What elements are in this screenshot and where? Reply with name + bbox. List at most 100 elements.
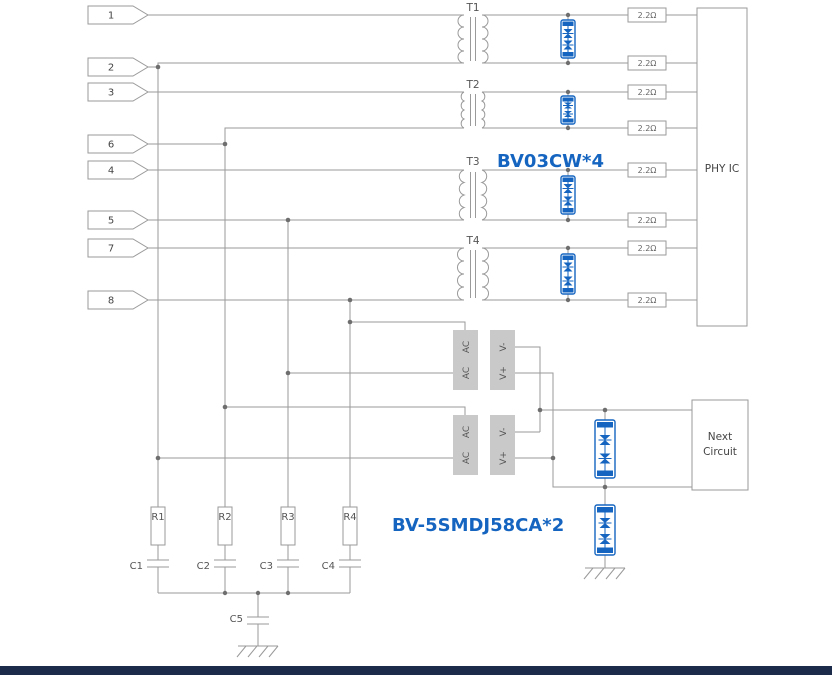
pin-flag-shape [87, 238, 149, 258]
input-pin-2-label: 2 [108, 63, 114, 74]
pin-flag-shape [87, 210, 149, 230]
input-pin-7: 7 [87, 238, 149, 258]
series-resistor-row8: 2.2Ω [627, 292, 667, 308]
esd-array-part-label: BV03CW*4 [497, 151, 604, 172]
junction-dot [565, 89, 571, 95]
junction-dot [565, 167, 571, 173]
capacitor-c1: C1 [130, 559, 169, 572]
bridge-dc-block [490, 415, 515, 475]
junction-dot [155, 455, 161, 461]
bridge2-pin-vminus: V- [499, 428, 509, 437]
junction-dot [565, 297, 571, 303]
terminal-band [562, 52, 574, 57]
primary-coil [460, 91, 466, 129]
resistor-value: 2.2Ω [638, 166, 657, 175]
resistor-r3-label: R3 [281, 512, 294, 523]
series-resistor-row2: 2.2Ω [627, 55, 667, 71]
capacitor-plates [339, 559, 361, 568]
junction-dot [602, 484, 608, 490]
terminal-band [597, 422, 613, 428]
junction-dot [565, 245, 571, 251]
input-pin-3-label: 3 [108, 88, 114, 99]
series-resistor-row1: 2.2Ω [627, 7, 667, 23]
input-pin-8: 8 [87, 290, 149, 310]
secondary-coil [480, 169, 488, 221]
wire [287, 220, 351, 507]
pin-flag-shape [87, 290, 149, 310]
junction-dot [537, 407, 543, 413]
resistor-r2: R2 [217, 506, 233, 546]
primary-coil [457, 14, 465, 64]
next-circuit-body [691, 399, 749, 491]
tvs-d6 [594, 487, 616, 568]
transformer-t3: T3 [458, 156, 488, 221]
junction-dot [550, 455, 556, 461]
junction-dots [155, 12, 608, 596]
terminal-band [562, 288, 574, 293]
input-pin-4-label: 4 [108, 166, 114, 177]
core-lines [470, 17, 476, 61]
resistor-body [627, 84, 667, 100]
resistor-body [217, 506, 233, 546]
input-pin-8-label: 8 [108, 296, 114, 307]
pin-flag-shape [87, 160, 149, 180]
junction-dot [155, 64, 161, 70]
resistor-value: 2.2Ω [638, 216, 657, 225]
resistor-r3: R3 [280, 506, 296, 546]
series-resistor-row6: 2.2Ω [627, 212, 667, 228]
primary-coil [457, 247, 465, 301]
input-pin-1-label: 1 [108, 11, 114, 22]
input-pin-6-label: 6 [108, 140, 114, 151]
esd-array-d3 [560, 170, 576, 220]
resistor-r4-label: R4 [343, 512, 356, 523]
resistor-value: 2.2Ω [638, 124, 657, 133]
bridge1-pin-vplus: V+ [499, 366, 509, 380]
junction-dot [222, 141, 228, 147]
wire [482, 14, 628, 301]
wire [148, 14, 464, 301]
secondary-coil [481, 14, 489, 64]
resistor-value: 2.2Ω [638, 59, 657, 68]
bridge-dc-block [490, 330, 515, 390]
input-pin-5-label: 5 [108, 216, 114, 227]
capacitor-c2-label: C2 [197, 561, 210, 572]
series-resistor-row4: 2.2Ω [627, 120, 667, 136]
terminal-band [562, 255, 574, 260]
junction-dot [222, 590, 228, 596]
ground-symbol-termination [236, 645, 279, 658]
transformer-t3-label: T3 [465, 156, 479, 168]
bridge2-pin-vplus: V+ [499, 451, 509, 465]
bridge-rectifier-1: AC AC V- V+ [453, 330, 515, 390]
core-lines [470, 250, 476, 298]
junction-dot [565, 125, 571, 131]
input-pins: 1 2 3 6 4 5 7 8 [87, 5, 149, 310]
junction-dot [222, 404, 228, 410]
pin-flag-shape [87, 134, 149, 154]
capacitor-plates [214, 559, 236, 568]
wire [157, 545, 351, 646]
resistor-body [342, 506, 358, 546]
footer-bar [0, 666, 832, 675]
series-resistor-row7: 2.2Ω [627, 240, 667, 256]
bridge-ac-block [453, 415, 478, 475]
resistor-r4: R4 [342, 506, 358, 546]
resistor-value: 2.2Ω [638, 11, 657, 20]
input-pin-5: 5 [87, 210, 149, 230]
junction-dot [565, 12, 571, 18]
resistor-body [627, 120, 667, 136]
capacitor-plates [277, 559, 299, 568]
transformer-t1: T1 [457, 2, 489, 64]
resistor-body [627, 240, 667, 256]
resistor-body [627, 292, 667, 308]
junction-dot [565, 60, 571, 66]
bridge2-pin-ac2: AC [462, 452, 472, 464]
terminal-band [562, 208, 574, 213]
termination-network: R1 R2 R3 R4 C1 C2 C3 C4 [130, 506, 361, 658]
core-lines [470, 172, 476, 218]
phy-ic-body [696, 7, 748, 327]
wire [666, 14, 697, 301]
esd-array-d2 [560, 92, 576, 128]
junction-dot [285, 370, 291, 376]
series-resistor-row3: 2.2Ω [627, 84, 667, 100]
transformer-t2-label: T2 [465, 79, 479, 91]
